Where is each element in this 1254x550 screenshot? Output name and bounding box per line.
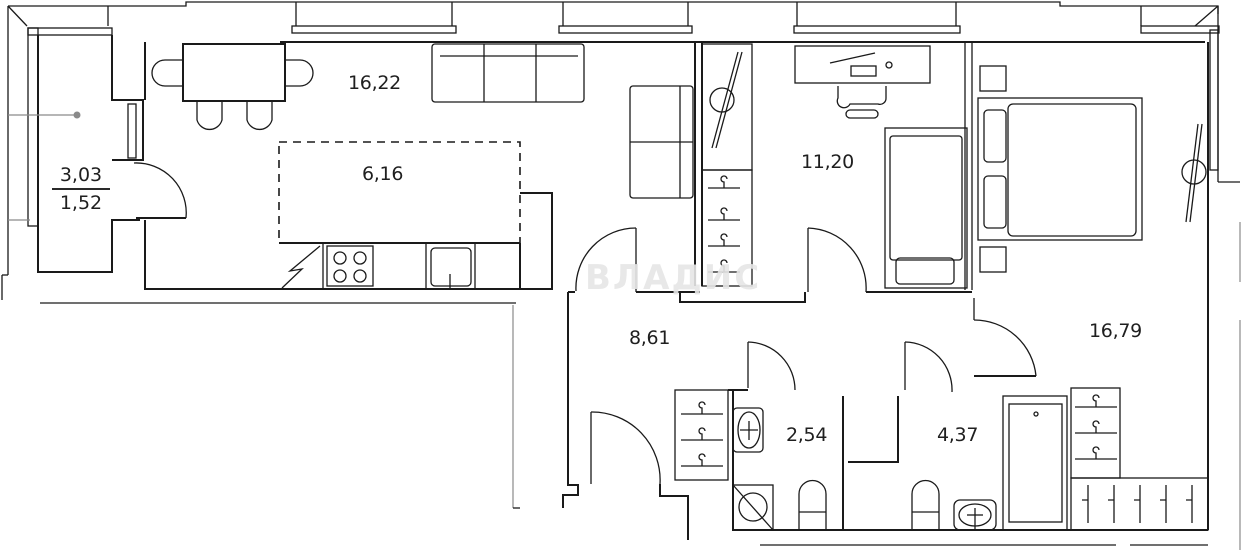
bedroom-small-walls bbox=[694, 42, 973, 293]
balcony-area-total: 3,03 bbox=[59, 164, 103, 186]
hanger-icons bbox=[681, 175, 1193, 523]
top-windows bbox=[107, 2, 1220, 43]
room-area-living-dining: 16,22 bbox=[348, 72, 401, 94]
balcony bbox=[8, 27, 187, 273]
room-area-bathroom-small: 2,54 bbox=[786, 424, 828, 446]
room-area-kitchen-zone: 6,16 bbox=[362, 163, 404, 185]
balcony-area-label: 3,03 1,52 bbox=[52, 163, 110, 215]
fraction-divider bbox=[52, 188, 110, 190]
room-area-hallway: 8,61 bbox=[629, 327, 671, 349]
room-area-bathroom-large: 4,37 bbox=[937, 424, 979, 446]
room-area-bedroom-master: 16,79 bbox=[1089, 320, 1142, 342]
hallway-walls bbox=[562, 227, 806, 540]
living-kitchen-walls bbox=[144, 42, 694, 290]
room-area-bedroom-small: 11,20 bbox=[801, 151, 854, 173]
watermark-text: ВЛАДИС bbox=[585, 258, 762, 298]
bathroom-walls bbox=[674, 341, 1209, 546]
bedroom-master-walls bbox=[973, 29, 1219, 530]
balcony-area-reduced: 1,52 bbox=[59, 192, 103, 214]
